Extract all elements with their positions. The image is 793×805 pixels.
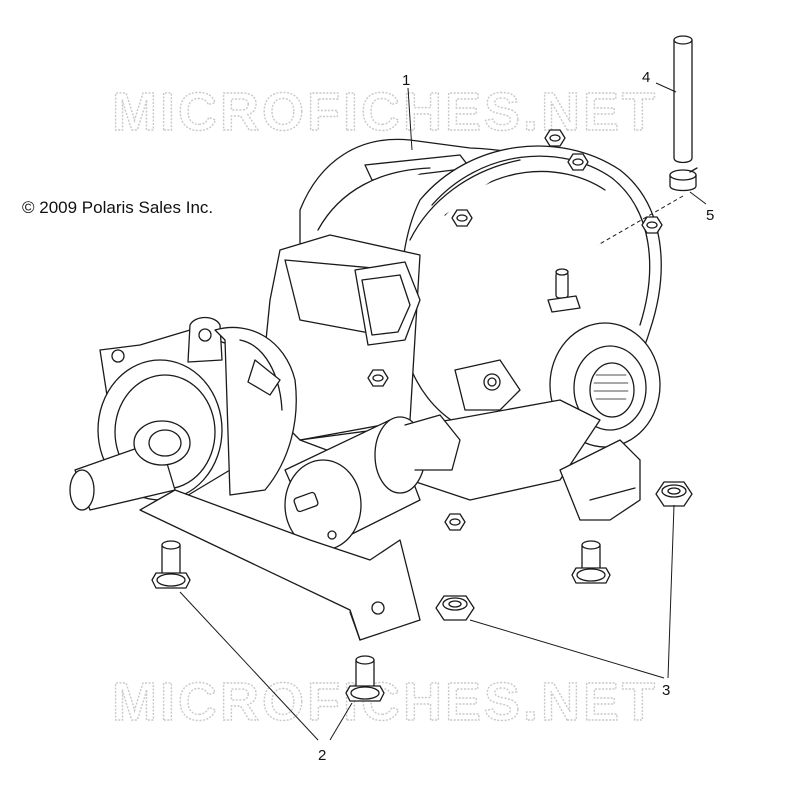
leader-2-b — [329, 702, 353, 741]
input-shaft — [69, 420, 191, 511]
leader-2-a — [179, 591, 319, 741]
gearcase-housing — [259, 138, 662, 521]
watermark-bottom: MICROFICHES.NET — [112, 672, 658, 732]
leader-5-a — [689, 191, 707, 205]
part-3-nut-right — [655, 481, 693, 507]
part-2-bolt-lower — [345, 655, 385, 702]
callout-3: 3 — [662, 682, 670, 699]
part-4-tube — [673, 35, 693, 164]
actuator-motor — [284, 414, 461, 551]
mounting-bracket — [139, 489, 421, 641]
callout-4: 4 — [642, 69, 650, 86]
part-2-bolt-upper — [151, 540, 191, 589]
part-2-bolt-right — [571, 540, 611, 584]
watermark-top: MICROFICHES.NET — [112, 82, 658, 142]
part-5-clip — [669, 167, 698, 192]
leader-3-a — [469, 619, 665, 679]
leader-1 — [407, 87, 413, 151]
leader-lines — [179, 82, 707, 741]
input-collar — [214, 326, 297, 496]
callout-5: 5 — [706, 207, 714, 224]
callout-2: 2 — [318, 747, 326, 764]
part-3-nut-left — [435, 595, 475, 621]
leader-5-b — [597, 195, 684, 246]
copyright-notice: © 2009 Polaris Sales Inc. — [22, 198, 214, 217]
flange-bolts — [367, 129, 663, 531]
callout-1: 1 — [402, 72, 410, 89]
leader-4 — [655, 82, 677, 93]
leader-3-b — [667, 504, 675, 679]
